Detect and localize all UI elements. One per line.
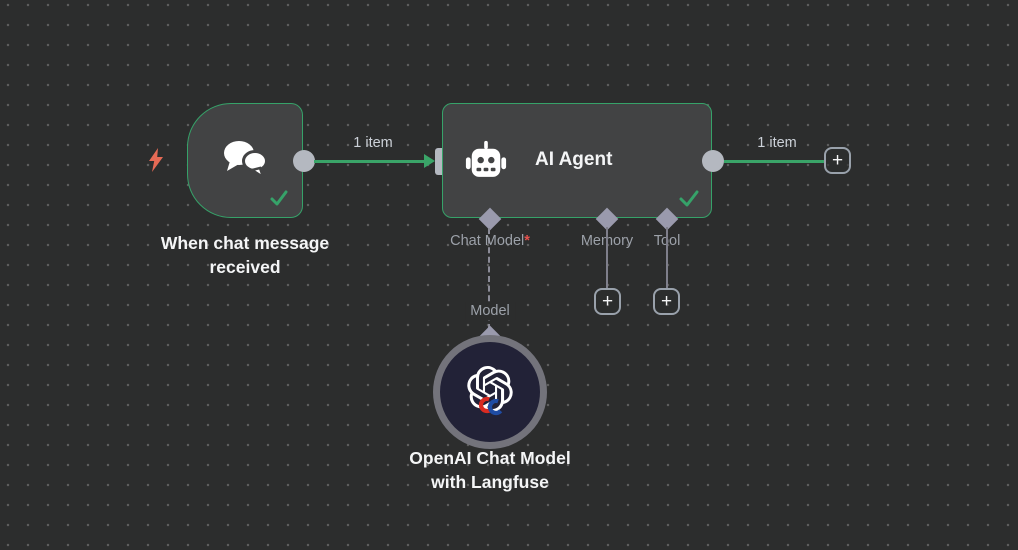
chat-bubbles-icon [217,134,275,186]
openai-logo-wrap [460,362,520,422]
agent-chat-model-label: Chat Model* [425,233,555,249]
connection-agent-to-model[interactable] [488,228,490,330]
agent-success-check-icon [677,188,701,214]
node-ai-agent[interactable]: AI Agent [442,103,712,218]
langfuse-badge-icon [478,396,505,416]
connection-arrowhead-icon [424,154,435,168]
model-connection-label: Model [465,302,515,320]
tool-stub-line [666,227,668,288]
trigger-bolt-icon [146,147,166,173]
openai-title-line1: OpenAI Chat Model [409,448,571,468]
chat-model-required-star: * [524,233,530,249]
node-chat-trigger[interactable] [187,103,303,218]
trigger-success-check-icon [268,188,290,213]
openai-logo-icon [467,366,513,412]
connection-items-label: 1 item [353,135,393,151]
openai-node-title: OpenAI Chat Model with Langfuse [360,446,620,494]
trigger-node-title: When chat message received [125,231,365,279]
connection-trigger-to-agent[interactable] [314,160,426,163]
trigger-output-connector[interactable] [293,150,315,172]
agent-input-connector[interactable] [435,148,445,175]
agent-output-items-label: 1 item [757,135,797,151]
node-openai-chat-model[interactable] [433,335,547,449]
robot-icon [464,140,508,182]
add-tool-button[interactable]: + [653,288,680,315]
agent-output-connector[interactable] [702,150,724,172]
add-memory-button[interactable]: + [594,288,621,315]
memory-stub-line [606,227,608,288]
trigger-title-line1: When chat message [160,233,330,253]
agent-node-title: AI Agent [535,149,613,170]
chat-model-label-text: Chat Model [450,233,525,249]
add-next-node-button[interactable]: + [824,147,851,174]
openai-title-line2: with Langfuse [431,472,549,492]
trigger-title-line2: received [209,257,281,277]
connection-agent-output[interactable] [724,160,824,163]
